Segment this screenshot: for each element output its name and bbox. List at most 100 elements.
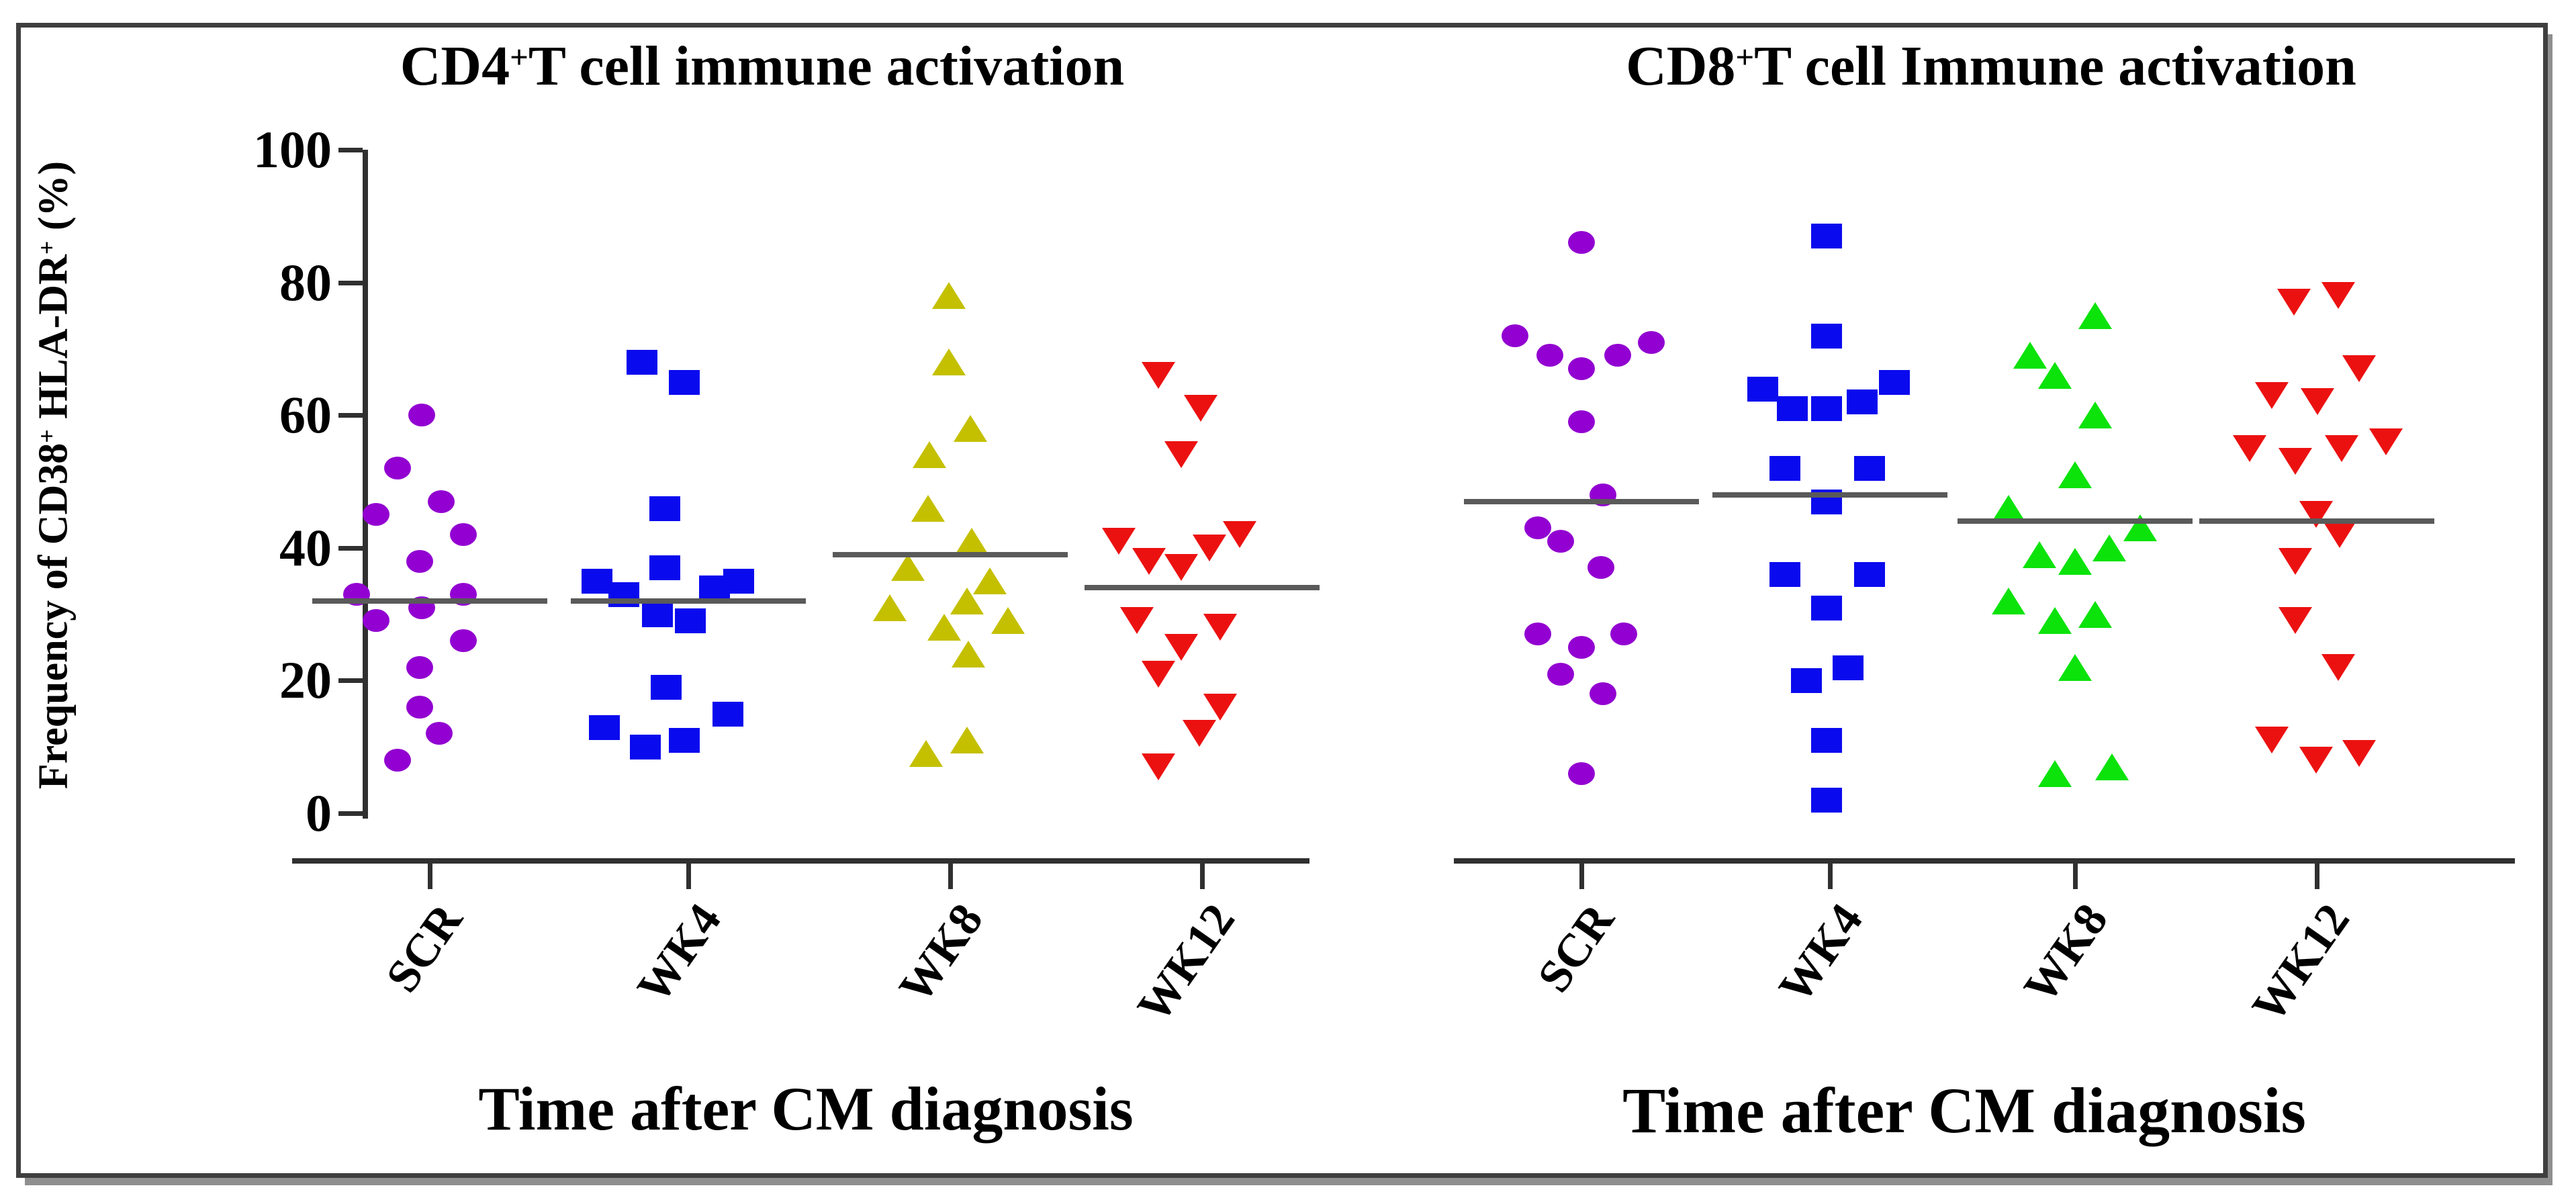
- data-point-square: [1769, 456, 1800, 481]
- data-point-square: [582, 569, 612, 594]
- data-point-triangle-down: [1193, 534, 1226, 561]
- data-point-square: [1769, 562, 1800, 588]
- data-point-square: [642, 602, 673, 627]
- y-tick-label: 60: [279, 385, 332, 445]
- data-point-triangle-down: [2277, 289, 2311, 316]
- y-tick-label: 100: [253, 120, 332, 179]
- data-point-square: [675, 608, 706, 634]
- y-tick-label: 0: [306, 784, 332, 842]
- median-line: [1958, 518, 2193, 524]
- data-point-triangle-down: [2279, 448, 2312, 475]
- data-point-triangle-up: [1992, 494, 2025, 522]
- data-point-circle: [1568, 231, 1595, 255]
- data-point-square: [1811, 595, 1842, 620]
- median-line: [312, 598, 547, 604]
- data-point-triangle-up: [954, 414, 987, 442]
- data-point-triangle-down: [2342, 740, 2376, 768]
- data-point-triangle-down: [1183, 720, 1216, 747]
- data-point-triangle-up: [2078, 302, 2112, 329]
- data-point-triangle-down: [1132, 547, 1166, 575]
- data-point-triangle-up: [2078, 402, 2112, 429]
- data-point-triangle-down: [1164, 441, 1198, 469]
- data-point-triangle-up: [991, 607, 1025, 635]
- data-point-triangle-down: [1164, 634, 1198, 661]
- x-tick: [2315, 864, 2319, 889]
- data-point-triangle-up: [2095, 753, 2129, 780]
- data-point-circle: [363, 609, 389, 633]
- y-tick: [338, 811, 363, 816]
- data-point-triangle-down: [2325, 434, 2358, 462]
- median-line: [1712, 492, 1947, 498]
- data-point-triangle-up: [2038, 760, 2072, 787]
- data-point-square: [1854, 456, 1885, 481]
- data-point-square: [627, 350, 657, 375]
- data-point-circle: [450, 523, 477, 547]
- x-tick: [948, 864, 953, 889]
- data-point-triangle-down: [2255, 381, 2289, 409]
- data-point-square: [1811, 728, 1842, 753]
- data-point-triangle-down: [2323, 521, 2356, 549]
- data-point-triangle-up: [2092, 534, 2126, 561]
- data-point-triangle-down: [1142, 361, 1175, 389]
- x-tick: [1828, 864, 1833, 889]
- data-point-triangle-up: [952, 640, 985, 668]
- data-point-circle: [1536, 344, 1563, 367]
- data-point-circle: [384, 457, 411, 480]
- data-point-square: [669, 728, 700, 753]
- data-point-circle: [384, 748, 411, 772]
- data-point-triangle-up: [1992, 587, 2025, 614]
- panel-title-cd4: CD4+T cell immune activation: [400, 35, 1125, 97]
- x-axis-line: [1454, 858, 2515, 864]
- data-point-circle: [1524, 516, 1551, 540]
- data-point-square: [1811, 396, 1842, 422]
- data-point-triangle-up: [873, 594, 907, 621]
- data-point-square: [1811, 323, 1842, 349]
- data-point-square: [651, 675, 682, 700]
- data-point-circle: [1502, 324, 1528, 347]
- median-line: [1464, 498, 1699, 504]
- data-point-triangle-down: [1102, 527, 1136, 555]
- data-point-circle: [406, 695, 433, 719]
- data-point-square: [1854, 562, 1885, 588]
- data-point-triangle-down: [1184, 395, 1217, 422]
- data-point-square: [1777, 396, 1808, 422]
- y-axis-label: Frequency of CD38+ HLA-DR+ (%): [30, 160, 77, 790]
- data-point-circle: [406, 655, 433, 679]
- data-point-triangle-down: [2279, 547, 2312, 575]
- data-point-circle: [1638, 330, 1665, 354]
- data-point-circle: [1588, 556, 1614, 580]
- data-point-triangle-up: [932, 349, 966, 376]
- data-point-triangle-down: [1164, 554, 1198, 582]
- data-point-square: [630, 735, 661, 760]
- data-point-square: [649, 555, 680, 581]
- x-tick: [686, 864, 691, 889]
- data-point-square: [1833, 655, 1864, 680]
- data-point-triangle-up: [2058, 547, 2092, 575]
- data-point-triangle-up: [927, 614, 961, 641]
- data-point-triangle-up: [950, 727, 984, 754]
- data-point-triangle-down: [2321, 282, 2355, 310]
- median-line: [833, 551, 1068, 557]
- data-point-circle: [1547, 662, 1574, 686]
- data-point-circle: [1590, 682, 1616, 706]
- data-point-triangle-up: [2078, 600, 2112, 628]
- x-axis-label-cd4: Time after CM diagnosis: [478, 1074, 1134, 1143]
- data-point-triangle-up: [2058, 653, 2092, 681]
- data-point-square: [699, 576, 730, 601]
- data-point-triangle-up: [2023, 541, 2056, 568]
- median-line: [571, 598, 806, 604]
- x-axis-line: [292, 858, 1309, 864]
- data-point-triangle-up: [2038, 361, 2072, 389]
- data-point-triangle-up: [932, 282, 966, 310]
- data-point-square: [1847, 389, 1878, 415]
- y-tick-label: 20: [279, 651, 332, 710]
- data-point-square: [712, 701, 743, 727]
- data-point-circle: [406, 549, 433, 573]
- data-point-square: [649, 496, 680, 521]
- y-tick-label: 80: [279, 252, 332, 312]
- data-point-square: [669, 369, 700, 395]
- data-point-triangle-up: [950, 587, 984, 614]
- data-point-square: [1811, 224, 1842, 249]
- x-tick: [428, 864, 432, 889]
- y-tick: [338, 280, 363, 285]
